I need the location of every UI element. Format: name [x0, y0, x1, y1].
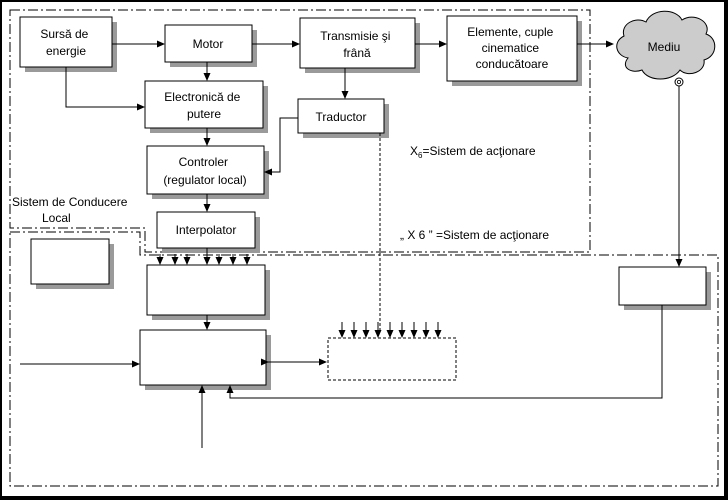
environment-connector-icon: [674, 77, 684, 87]
energy-source-label-1: Sursă de: [40, 27, 88, 41]
motor-label: Motor: [193, 37, 224, 51]
transmission-label-1: Transmisie şi: [320, 29, 390, 43]
svg-text:Motor: Motor: [193, 37, 224, 51]
transmission-block: [299, 17, 416, 69]
local-control-boundary: [9, 231, 719, 487]
transmission-label-2: frână: [343, 46, 371, 60]
interpolator-block: [156, 211, 256, 249]
environment-label: Mediu: [648, 40, 681, 54]
diagram-background: [2, 2, 724, 496]
controller-label-2: (regulator local): [163, 173, 246, 187]
svg-text:Sistem de Conducere Local: Sistem de Conducere Local: [12, 195, 131, 225]
empty-block-right: [618, 266, 707, 306]
svg-text:Controler (regulator local: Controler (regulator local): [163, 155, 246, 187]
empty-block-upper: [146, 264, 266, 316]
actuation-system-quoted-annotation: „ X 6 ” =Sistem de acţionare: [400, 228, 549, 242]
power-electronics-block: [144, 80, 264, 129]
local-control-label-1: Sistem de Conducere: [12, 195, 128, 209]
actuation-system-boundary: [9, 9, 591, 253]
svg-text:Traductor: Traductor: [316, 110, 367, 124]
controller-block: [146, 145, 265, 195]
environment-cloud: [616, 10, 716, 80]
energy-source-label-2: energie: [46, 44, 86, 58]
svg-text:Transmisie şi frână: Transmisie şi frână: [320, 29, 394, 60]
power-electronics-label-1: Electronică de: [164, 90, 240, 104]
motor-block: [164, 24, 253, 63]
kinematic-elements-block: [446, 15, 578, 82]
power-electronics-label-2: putere: [187, 107, 221, 121]
svg-text:Interpolator: Interpolator: [176, 223, 237, 237]
controller-label-1: Controler: [179, 155, 228, 169]
svg-text:Mediu: Mediu: [648, 40, 681, 54]
empty-block-main: [139, 329, 267, 386]
empty-block-left: [30, 238, 110, 285]
local-control-label-2: Local: [42, 211, 71, 225]
kinematic-label-3: conducătoare: [476, 57, 549, 71]
energy-source-block: [19, 16, 113, 68]
svg-text:Elemente, cuple cinematice: Elemente, cuple cinematice conducătoare: [467, 25, 556, 71]
input-arrows-upper: [156, 248, 251, 265]
connections: [20, 40, 683, 448]
input-arrows-dashed: [338, 322, 442, 338]
svg-text:Electronică de putere: Electronică de putere: [164, 90, 243, 121]
transducer-label: Traductor: [316, 110, 367, 124]
svg-text:Sursă de energie: Sursă de energie: [40, 27, 91, 58]
empty-block-dashed: [327, 337, 457, 381]
kinematic-label-1: Elemente, cuple: [467, 25, 553, 39]
transducer-block: [297, 98, 385, 134]
kinematic-label-2: cinematice: [482, 41, 540, 55]
interpolator-label: Interpolator: [176, 223, 237, 237]
actuation-system-annotation: X6=Sistem de acţionare: [410, 144, 536, 160]
